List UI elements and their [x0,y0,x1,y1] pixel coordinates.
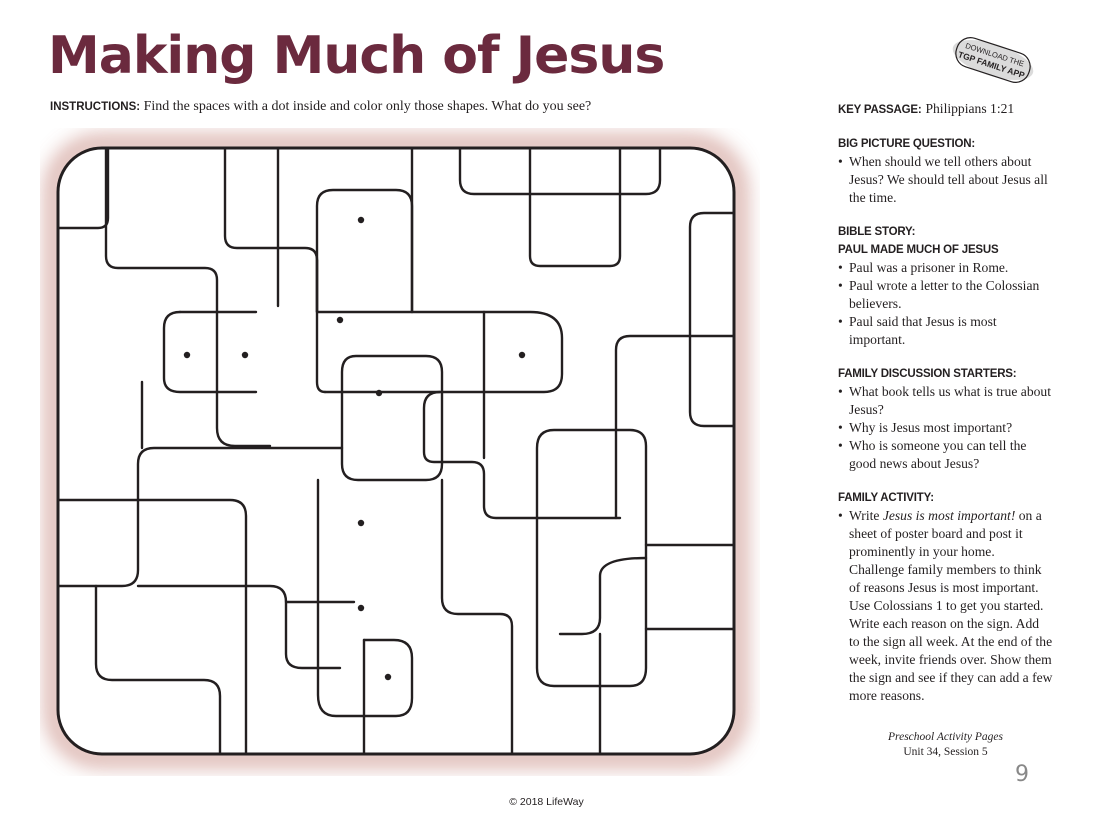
instructions-text: Find the spaces with a dot inside and co… [143,99,592,114]
dot [518,351,526,359]
big-picture-label: BIG PICTURE QUESTION: [838,138,976,150]
activity-post: on a sheet of poster board and post it p… [849,508,1053,703]
key-passage: KEY PASSAGE: Philippians 1:21 [838,100,1053,119]
list-item: When should we tell others about Jesus? … [838,153,1053,207]
key-passage-label: KEY PASSAGE: [838,104,922,116]
instructions: INSTRUCTIONS: Find the spaces with a dot… [50,99,591,115]
discussion-section: FAMILY DISCUSSION STARTERS: What book te… [838,365,1053,473]
activity-pre: Write [849,508,883,523]
page-number: 9 [1015,762,1029,787]
session-name: Unit 34, Session 5 [903,746,988,758]
activity-item: Write Jesus is most important! on a shee… [838,507,1053,705]
dot [357,216,365,224]
key-passage-value: Philippians 1:21 [925,101,1015,116]
puzzle-frame [56,146,736,756]
list-item: What book tells us what is true about Je… [838,383,1053,419]
bible-story-label: BIBLE STORY: [838,226,916,238]
puzzle-glow [46,136,746,766]
download-app-badge[interactable]: DOWNLOAD THE TGP FAMILY APP [943,30,1043,90]
dot [241,351,249,359]
copyright: © 2018 LifeWay [509,796,584,808]
list-item: Paul wrote a letter to the Colossian bel… [838,277,1053,313]
bible-story-subtitle: PAUL MADE MUCH OF JESUS [838,244,999,256]
instructions-label: INSTRUCTIONS: [50,101,141,113]
big-picture-section: BIG PICTURE QUESTION: When should we tel… [838,135,1053,207]
dot [375,389,383,397]
list-item: Paul was a prisoner in Rome. [838,259,1053,277]
page-title: Making Much of Jesus [48,26,665,86]
puzzle-dots [183,216,526,681]
bible-story-section: BIBLE STORY: PAUL MADE MUCH OF JESUS Pau… [838,223,1053,349]
discussion-label: FAMILY DISCUSSION STARTERS: [838,368,1017,380]
sidebar: KEY PASSAGE: Philippians 1:21 BIG PICTUR… [838,100,1053,721]
activity-section: FAMILY ACTIVITY: Write Jesus is most imp… [838,489,1053,705]
series-name: Preschool Activity Pages [888,731,1003,743]
activity-label: FAMILY ACTIVITY: [838,492,934,504]
list-item: Who is someone you can tell the good new… [838,437,1053,473]
activity-emphasis: Jesus is most important! [882,508,1016,523]
list-item: Why is Jesus most important? [838,419,1053,437]
dot [357,519,365,527]
dot [357,604,365,612]
list-item: Paul said that Jesus is most important. [838,313,1053,349]
puzzle-lines [58,148,734,754]
dot [336,316,344,324]
footer-note: Preschool Activity Pages Unit 34, Sessio… [838,730,1053,760]
dot-puzzle[interactable] [40,128,760,776]
dot [384,673,392,681]
dot [183,351,191,359]
